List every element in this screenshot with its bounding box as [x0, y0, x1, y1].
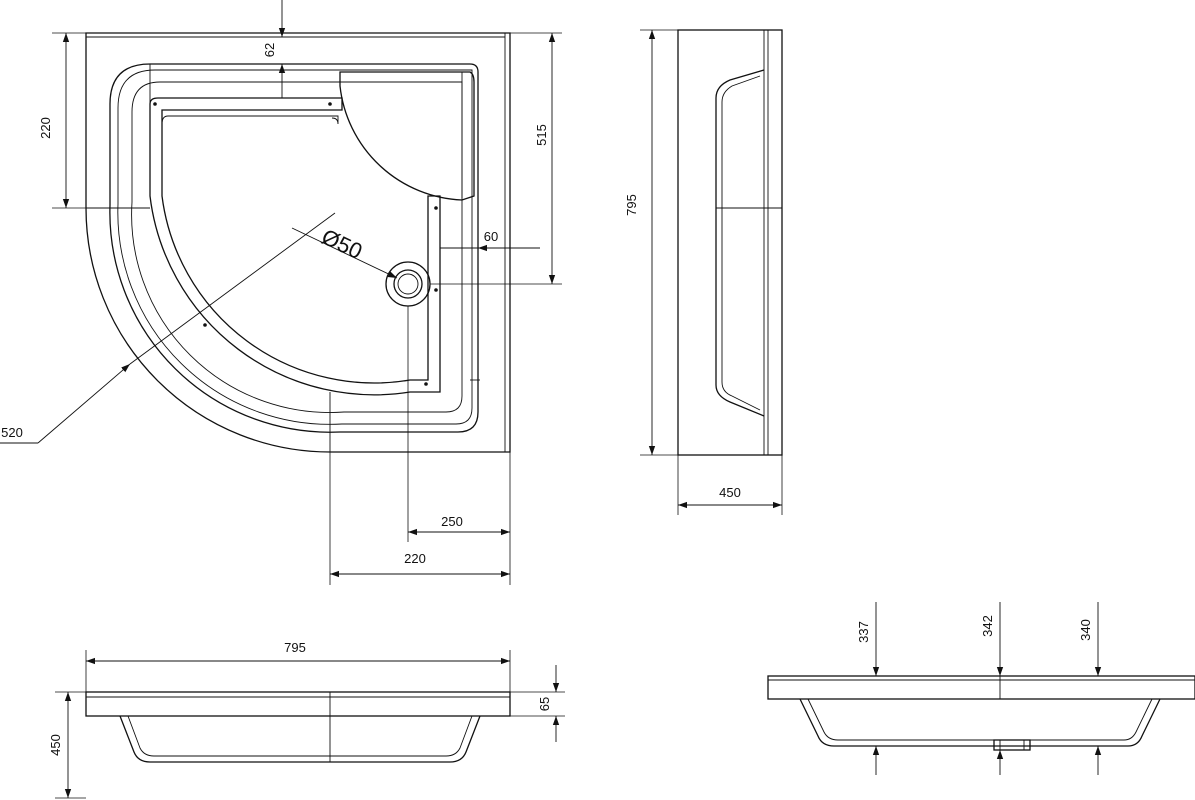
dim-drain-60: 60	[440, 229, 540, 252]
dim-label: 250	[441, 514, 463, 529]
dim-width-450: 450	[677, 455, 783, 515]
dim-left-220: 220	[38, 32, 86, 209]
dim-label: 220	[38, 117, 53, 139]
dim-label: 62	[262, 43, 277, 57]
dim-height-795: 795	[624, 29, 678, 456]
basin-rim	[109, 63, 479, 433]
dim-label: 65	[537, 697, 552, 711]
dim-label: Ø50	[318, 224, 366, 264]
dim-radius-520: 520	[0, 212, 336, 444]
dim-label: 450	[48, 734, 63, 756]
drain-outer	[385, 261, 431, 307]
dim-rim-65: 65	[510, 665, 565, 742]
basin-floor-outline	[149, 97, 441, 396]
dim-label: 340	[1078, 619, 1093, 641]
front-rim	[85, 691, 511, 717]
dim-label: 795	[624, 194, 639, 216]
dim-label: 795	[284, 640, 306, 655]
drain-inner	[393, 269, 423, 299]
dim-bottom-250: 250	[407, 306, 511, 585]
dim-label: 520	[1, 425, 23, 440]
front-view: 795 450 65	[48, 640, 565, 799]
section-basin-profile	[799, 698, 1161, 747]
tray-outer-outline	[85, 32, 511, 453]
dim-drain-diameter: Ø50	[291, 224, 398, 279]
dim-top-62: 62	[262, 0, 286, 98]
dim-label: 60	[484, 229, 498, 244]
dim-label: 337	[856, 621, 871, 643]
section-rim	[767, 675, 1195, 700]
side-basin-profile	[715, 69, 765, 417]
corner-seat	[339, 71, 475, 201]
dim-right-515: 515	[430, 32, 562, 285]
top-view: 220 62 515 60 Ø50	[0, 0, 562, 585]
front-basin-profile	[119, 715, 481, 763]
section-view: 337 342 340	[767, 602, 1195, 775]
section-drain	[993, 739, 1031, 751]
side-view-right: 795 450	[624, 29, 783, 515]
dim-label: 342	[980, 615, 995, 637]
dim-342: 342	[980, 602, 1004, 775]
side-body-outline	[677, 29, 783, 456]
dim-label: 450	[719, 485, 741, 500]
dim-bottom-220: 220	[329, 452, 510, 585]
dim-width-795: 795	[85, 640, 511, 692]
dim-337: 337	[856, 602, 880, 775]
dim-340: 340	[1078, 602, 1102, 775]
dim-label: 220	[404, 551, 426, 566]
dim-height-450: 450	[48, 691, 86, 799]
dim-label: 515	[534, 124, 549, 146]
